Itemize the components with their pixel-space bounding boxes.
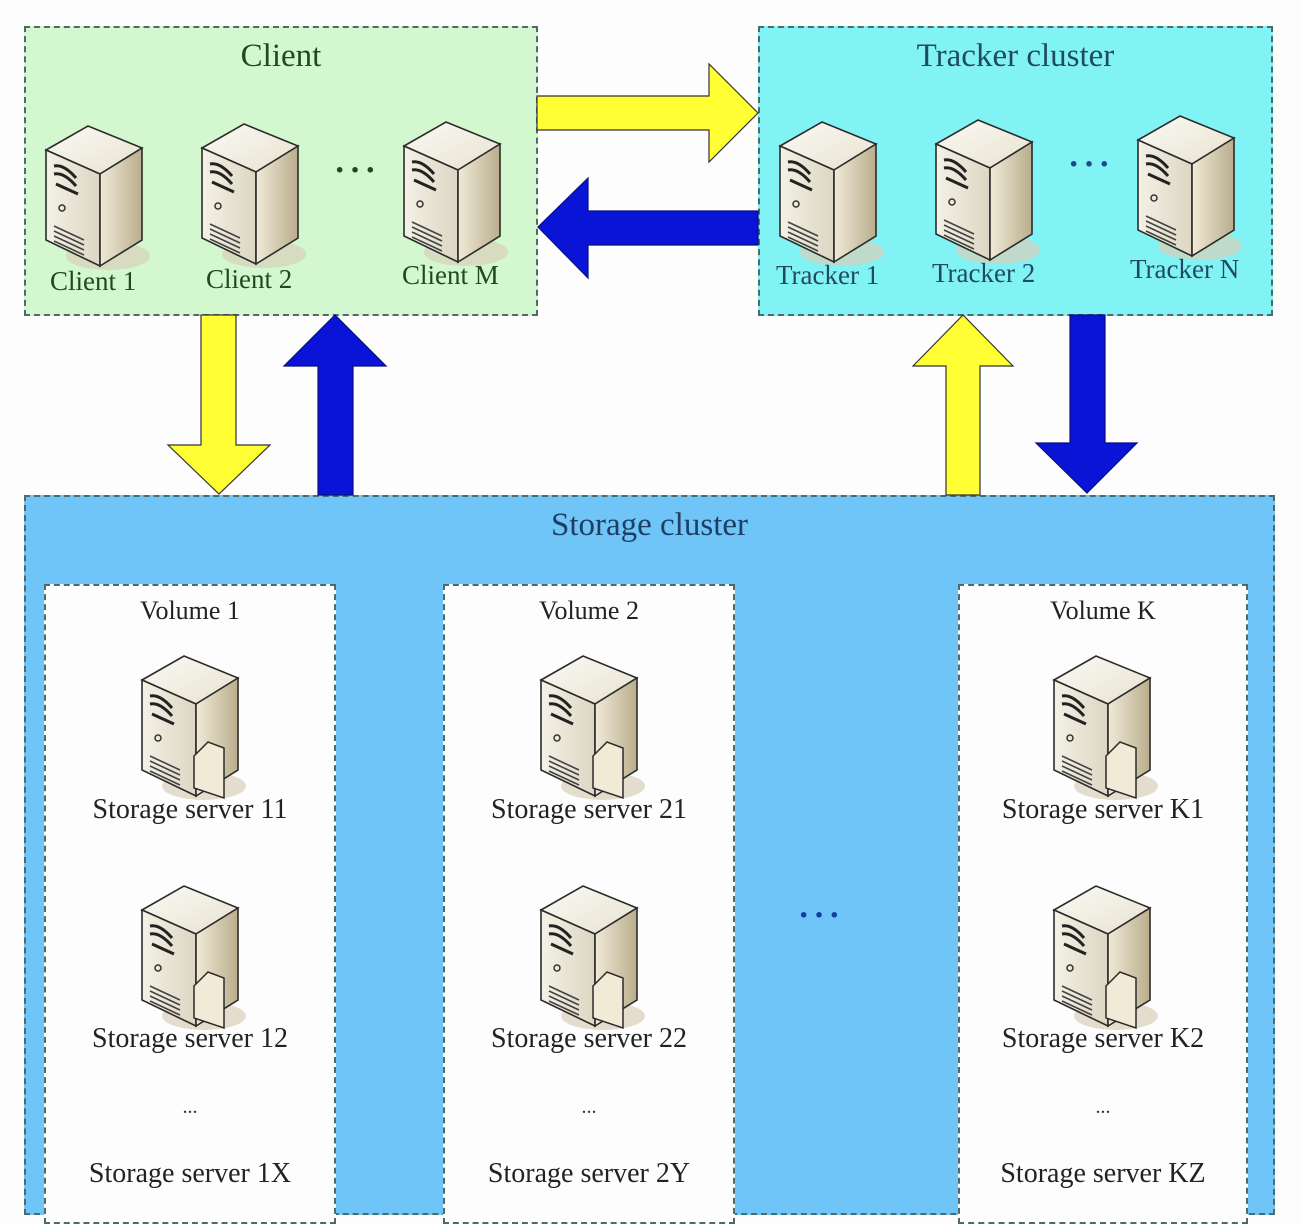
storage-server-kz-label: Storage server KZ <box>1000 1158 1206 1189</box>
storage-server-k1-label: Storage server K1 <box>1001 794 1205 825</box>
tracker-ellipsis: ··· <box>1068 146 1115 183</box>
storage-cluster: Storage cluster ··· Volume 1 Storage ser… <box>24 495 1275 1224</box>
client-2-label: Client 2 <box>206 264 293 294</box>
tracker-n-server-icon <box>1136 114 1244 262</box>
storage-server-21-label: Storage server 21 <box>491 794 687 825</box>
storage-server-k1-icon <box>1052 654 1160 802</box>
client-1-label: Client 1 <box>50 266 137 296</box>
client-cluster-title: Client <box>240 38 322 74</box>
storage-server-22-label: Storage server 22 <box>491 1023 687 1054</box>
storage-server-k2-icon <box>1052 884 1160 1032</box>
client-2-server-icon <box>200 122 308 270</box>
storage-server-2y-label: Storage server 2Y <box>487 1158 691 1189</box>
volume-1: Volume 1 Storage server 11 Storage serve… <box>44 584 336 1224</box>
storage-server-12-icon <box>140 884 248 1032</box>
volume-k-more: ... <box>1095 1096 1111 1118</box>
client-m-label: Client M <box>402 260 499 290</box>
volume-2-more: ... <box>581 1096 597 1118</box>
volume-k-title: Volume K <box>1050 596 1156 625</box>
tracker-2-server-icon <box>934 118 1042 266</box>
arrow-storage-to-client <box>282 314 388 496</box>
client-cluster: Client Client 1 Client 2 ··· Client M <box>24 26 538 316</box>
client-m-server-icon <box>402 120 510 268</box>
storage-server-11-icon <box>140 654 248 802</box>
storage-server-11-label: Storage server 11 <box>92 794 288 825</box>
storage-server-1x-label: Storage server 1X <box>88 1158 292 1189</box>
tracker-cluster: Tracker cluster Tracker 1 Tracker 2 ··· … <box>758 26 1273 316</box>
volume-2-title: Volume 2 <box>539 596 639 625</box>
arrow-storage-to-tracker <box>911 314 1015 496</box>
arrow-client-to-tracker <box>536 62 759 164</box>
arrow-tracker-to-client <box>537 176 759 280</box>
storage-server-21-icon <box>539 654 647 802</box>
tracker-1-label: Tracker 1 <box>776 260 880 290</box>
storage-volume-ellipsis: ··· <box>798 897 845 934</box>
client-1-server-icon <box>44 124 152 272</box>
storage-server-22-icon <box>539 884 647 1032</box>
storage-server-12-label: Storage server 12 <box>92 1023 288 1054</box>
client-ellipsis: ··· <box>334 152 381 189</box>
tracker-cluster-title: Tracker cluster <box>916 38 1115 74</box>
volume-2: Volume 2 Storage server 21 Storage serve… <box>443 584 735 1224</box>
storage-server-k2-label: Storage server K2 <box>1001 1023 1205 1054</box>
arrow-client-to-storage <box>166 314 272 495</box>
tracker-2-label: Tracker 2 <box>932 258 1036 288</box>
tracker-n-label: Tracker N <box>1130 254 1240 284</box>
volume-k: Volume K Storage server K1 Storage serve… <box>958 584 1248 1224</box>
arrow-tracker-to-storage <box>1034 314 1139 494</box>
tracker-1-server-icon <box>778 120 886 268</box>
volume-1-title: Volume 1 <box>140 596 240 625</box>
volume-1-more: ... <box>182 1096 198 1118</box>
storage-cluster-title: Storage cluster <box>550 507 749 543</box>
